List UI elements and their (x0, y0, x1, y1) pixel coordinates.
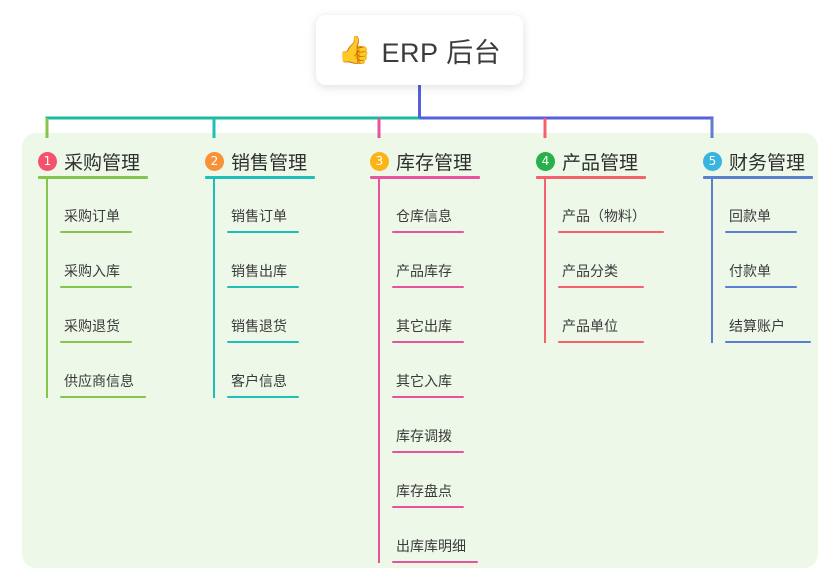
branch-spine-4 (544, 178, 546, 343)
thumbs-up-emoji: 👍 (337, 34, 372, 65)
branch-badge-1: 1 (38, 152, 57, 171)
branch-underline-1 (38, 176, 148, 179)
leaf-node[interactable]: 库存盘点 (392, 481, 464, 508)
leaf-label: 库存盘点 (396, 483, 452, 499)
leaf-node[interactable]: 采购订单 (60, 206, 132, 233)
leaf-label: 销售退货 (231, 318, 287, 334)
branch-header-4[interactable]: 4 产品管理 (536, 148, 638, 175)
leaf-node[interactable]: 库存调拨 (392, 426, 464, 453)
leaf-node[interactable]: 产品（物料） (558, 206, 664, 233)
branch-header-1[interactable]: 1 采购管理 (38, 148, 140, 175)
leaf-label: 产品（物料） (562, 208, 646, 224)
branch-underline-3 (370, 176, 480, 179)
branch-spine-5 (711, 178, 713, 343)
leaf-underline (60, 286, 132, 288)
branch-badge-2: 2 (205, 152, 224, 171)
leaf-underline (392, 231, 464, 233)
leaf-node[interactable]: 产品分类 (558, 261, 644, 288)
leaf-underline (227, 286, 299, 288)
leaf-label: 其它入库 (396, 373, 452, 389)
branch-badge-3: 3 (370, 152, 389, 171)
leaf-label: 供应商信息 (64, 373, 134, 389)
branches-panel (22, 133, 818, 568)
leaf-node[interactable]: 回款单 (725, 206, 797, 233)
leaf-label: 出库库明细 (396, 538, 466, 554)
leaf-label: 销售出库 (231, 263, 287, 279)
leaf-underline (60, 396, 146, 398)
leaf-underline (392, 506, 464, 508)
leaf-underline (227, 231, 299, 233)
branch-title-5: 财务管理 (729, 153, 806, 174)
leaf-underline (558, 286, 644, 288)
leaf-underline (392, 341, 464, 343)
leaf-node[interactable]: 供应商信息 (60, 371, 146, 398)
leaf-node[interactable]: 其它出库 (392, 316, 464, 343)
branch-spine-3 (378, 178, 380, 563)
leaf-underline (227, 341, 299, 343)
leaf-label: 采购入库 (64, 263, 120, 279)
leaf-label: 产品分类 (562, 263, 618, 279)
branch-badge-5: 5 (703, 152, 722, 171)
leaf-node[interactable]: 销售退货 (227, 316, 299, 343)
leaf-node[interactable]: 付款单 (725, 261, 797, 288)
leaf-label: 采购订单 (64, 208, 120, 224)
leaf-underline (392, 286, 464, 288)
branch-underline-4 (536, 176, 646, 179)
leaf-underline (558, 231, 664, 233)
leaf-label: 产品库存 (396, 263, 452, 279)
leaf-label: 库存调拨 (396, 428, 452, 444)
leaf-node[interactable]: 采购退货 (60, 316, 132, 343)
leaf-label: 其它出库 (396, 318, 452, 334)
leaf-node[interactable]: 销售订单 (227, 206, 299, 233)
leaf-underline (725, 286, 797, 288)
leaf-underline (60, 341, 132, 343)
leaf-label: 付款单 (729, 263, 771, 279)
branch-header-3[interactable]: 3 库存管理 (370, 148, 472, 175)
leaf-underline (558, 341, 644, 343)
branch-title-3: 库存管理 (396, 153, 473, 174)
leaf-underline (725, 231, 797, 233)
leaf-node[interactable]: 其它入库 (392, 371, 464, 398)
branch-title-2: 销售管理 (231, 153, 308, 174)
leaf-label: 采购退货 (64, 318, 120, 334)
leaf-node[interactable]: 产品库存 (392, 261, 464, 288)
branch-badge-4: 4 (536, 152, 555, 171)
branch-underline-2 (205, 176, 315, 179)
leaf-label: 结算账户 (729, 318, 785, 334)
branch-header-5[interactable]: 5 财务管理 (703, 148, 805, 175)
leaf-label: 仓库信息 (396, 208, 452, 224)
leaf-label: 客户信息 (231, 373, 287, 389)
leaf-underline (227, 396, 299, 398)
leaf-node[interactable]: 出库库明细 (392, 536, 478, 563)
leaf-label: 产品单位 (562, 318, 618, 334)
branch-spine-2 (213, 178, 215, 398)
branch-title-4: 产品管理 (562, 153, 639, 174)
leaf-node[interactable]: 采购入库 (60, 261, 132, 288)
leaf-underline (60, 231, 132, 233)
leaf-node[interactable]: 产品单位 (558, 316, 644, 343)
leaf-label: 销售订单 (231, 208, 287, 224)
leaf-underline (725, 341, 811, 343)
leaf-node[interactable]: 客户信息 (227, 371, 299, 398)
branch-title-1: 采购管理 (64, 153, 141, 174)
root-node-label: ERP 后台 (381, 37, 502, 68)
branch-spine-1 (46, 178, 48, 398)
leaf-underline (392, 451, 464, 453)
branch-header-2[interactable]: 2 销售管理 (205, 148, 307, 175)
root-node[interactable]: 👍 ERP 后台 (316, 15, 523, 85)
leaf-node[interactable]: 仓库信息 (392, 206, 464, 233)
leaf-underline (392, 561, 478, 563)
branch-underline-5 (703, 176, 813, 179)
leaf-node[interactable]: 销售出库 (227, 261, 299, 288)
leaf-node[interactable]: 结算账户 (725, 316, 811, 343)
leaf-underline (392, 396, 464, 398)
leaf-label: 回款单 (729, 208, 771, 224)
